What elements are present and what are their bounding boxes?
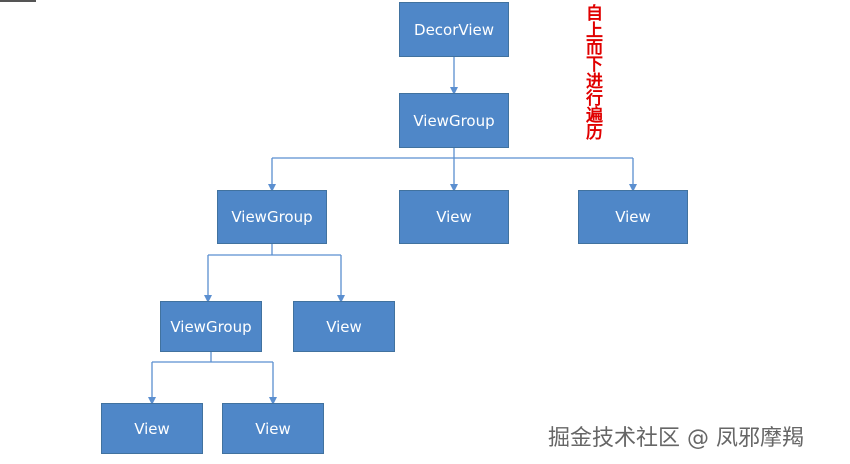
node-l3-viewgroup: ViewGroup bbox=[160, 301, 262, 352]
node-l2-view-mid: View bbox=[399, 190, 509, 244]
node-l2-viewgroup: ViewGroup bbox=[217, 190, 327, 244]
node-decorview: DecorView bbox=[399, 2, 509, 57]
node-l3-view: View bbox=[293, 301, 395, 352]
node-l4-view-left: View bbox=[101, 403, 203, 454]
node-root-viewgroup: ViewGroup bbox=[399, 93, 509, 148]
traversal-annotation: 自上而下进行遍历 bbox=[582, 4, 602, 140]
top-left-edge-mark bbox=[0, 0, 36, 2]
node-l4-view-right: View bbox=[222, 403, 324, 454]
watermark: 掘金技术社区 @ 凤邪摩羯 bbox=[548, 426, 804, 451]
node-l2-view-right: View bbox=[578, 190, 688, 244]
